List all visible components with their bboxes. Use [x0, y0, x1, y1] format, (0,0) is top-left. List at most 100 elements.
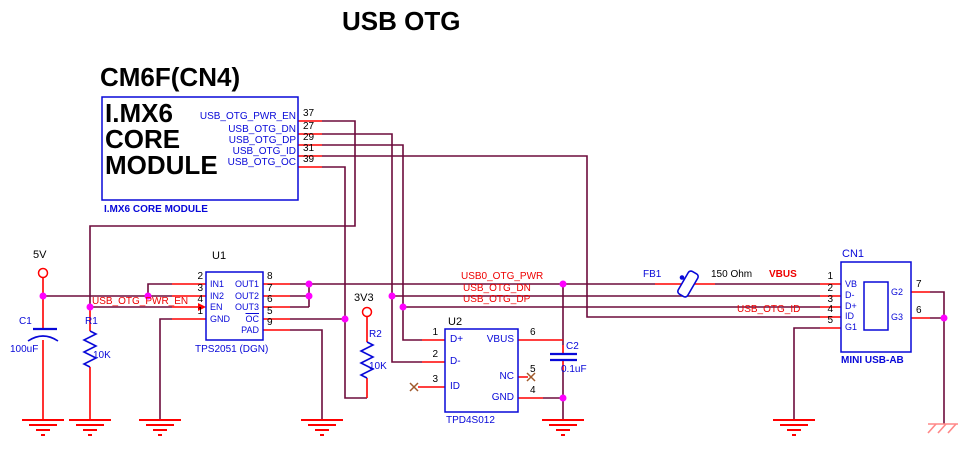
- power-label-3v3: 3V3: [354, 292, 374, 304]
- module-name-line1: I.MX6: [105, 98, 173, 128]
- u1-pin-number: 7: [267, 283, 273, 294]
- net-label-vbus: VBUS: [769, 269, 797, 280]
- net-label-usb-otg-dp: USB_OTG_DP: [463, 294, 531, 305]
- module-pin-number: 27: [303, 121, 315, 132]
- u2-pin-number: 6: [530, 327, 536, 338]
- resistor-r1-symbol: [83, 330, 97, 368]
- u1-pin-name: GND: [210, 314, 230, 324]
- cn1-pin-number: 3: [827, 294, 833, 305]
- u1-pin-name: OUT3: [234, 302, 259, 312]
- u2-pin-number: 1: [432, 327, 438, 338]
- cn1-pin-number: 2: [827, 283, 833, 294]
- module-pin-number: 37: [303, 108, 315, 119]
- u2-part-name: TPD4S012: [446, 415, 495, 426]
- u1-pin-name: IN1: [210, 279, 225, 289]
- module-pin-label: USB_OTG_ID: [232, 146, 296, 157]
- u2-pin-name: VBUS: [486, 334, 514, 345]
- u1-pin-number: 9: [267, 317, 273, 328]
- u1-refdes: U1: [212, 250, 227, 262]
- module-pin-number: 39: [303, 154, 315, 165]
- imx6-module-box: [101, 96, 299, 201]
- net-label-usb-otg-id: USB_OTG_ID: [737, 304, 801, 315]
- cn1-pin-name: ID: [845, 311, 854, 321]
- cn1-refdes: CN1: [842, 248, 865, 260]
- c2-value: 0.1uF: [561, 364, 587, 375]
- u1-pin-number: 4: [197, 294, 203, 305]
- cn1-pin-number: 5: [827, 315, 833, 326]
- power-port-5v-circle: [37, 267, 49, 279]
- u2-pin-name: NC: [499, 371, 514, 382]
- u1-pin-name: OUT1: [234, 279, 259, 289]
- module-caption: I.MX6 CORE MODULE: [104, 204, 208, 215]
- c1-value: 100uF: [10, 344, 39, 355]
- cn1-box: [840, 261, 912, 353]
- module-name-line3: MODULE: [105, 150, 218, 180]
- cn1-pin-name: G3: [891, 312, 904, 322]
- u2-refdes: U2: [448, 316, 463, 328]
- junction-dots: [39, 280, 948, 402]
- net-label-usb-otg-pwr-en: USB_OTG_PWR_EN: [92, 296, 189, 307]
- cn1-pin-name: G1: [845, 322, 858, 332]
- power-label-5v: 5V: [33, 249, 47, 261]
- u1-pin-name: OUT2: [234, 291, 259, 301]
- u1-pin-number: 2: [197, 271, 203, 282]
- net-label-usb0-otg-pwr: USB0_OTG_PWR: [461, 271, 544, 282]
- ground-symbol: [68, 419, 112, 436]
- cn1-pin-name: D-: [845, 290, 855, 300]
- module-heading: CM6F(CN4): [100, 62, 241, 92]
- u1-box: [205, 271, 264, 341]
- r2-refdes: R2: [369, 329, 382, 340]
- no-connect-x-marks: [409, 372, 536, 392]
- ferrite-bead-fb1-symbol: [677, 270, 699, 298]
- resistor-r2-symbol: [360, 341, 374, 379]
- page-title: USB OTG: [342, 6, 461, 36]
- r1-value: 10K: [93, 350, 111, 361]
- fb1-value: 150 Ohm: [711, 269, 753, 280]
- u2-box: [444, 328, 519, 413]
- u2-pin-name: ID: [450, 381, 460, 392]
- fb1-refdes: FB1: [643, 269, 662, 280]
- c1-refdes: C1: [19, 316, 32, 327]
- u1-pin-name-oc-overline: OC: [245, 314, 260, 324]
- ground-symbol: [300, 419, 344, 436]
- u1-pin-number: 3: [197, 283, 203, 294]
- u1-pin-name: PAD: [241, 325, 259, 335]
- component-boxes: [101, 96, 912, 413]
- module-name-line2: CORE: [105, 124, 181, 154]
- u1-pin-number: 6: [267, 294, 273, 305]
- cn1-pin-name: G2: [891, 287, 904, 297]
- u2-pin-name: GND: [491, 392, 514, 403]
- power-port-3v3-circle: [361, 306, 373, 318]
- u2-pin-number: 3: [432, 374, 438, 385]
- cn1-pin-number: 4: [827, 304, 833, 315]
- u1-pin-number: 8: [267, 271, 273, 282]
- ground-symbol: [772, 419, 816, 436]
- r1-refdes: R1: [85, 316, 98, 327]
- module-pin-number: 29: [303, 132, 315, 143]
- en-pin-arrow: [198, 303, 206, 311]
- chassis-ground-symbol: [927, 423, 959, 434]
- cn1-pin-name: D+: [845, 301, 857, 311]
- cn1-inner-box: [863, 281, 889, 331]
- module-pin-label: USB_OTG_PWR_EN: [199, 111, 296, 122]
- net-label-usb-otg-dn: USB_OTG_DN: [463, 283, 531, 294]
- ground-symbol: [541, 419, 585, 436]
- cn1-pin-number: 7: [916, 279, 922, 290]
- cn1-pin-number: 6: [916, 305, 922, 316]
- module-pin-label: USB_OTG_DN: [228, 124, 296, 135]
- u2-pin-number: 2: [432, 349, 438, 360]
- module-pin-label: USB_OTG_DP: [228, 135, 296, 146]
- net-wires: [43, 120, 945, 424]
- c2-refdes: C2: [566, 341, 579, 352]
- r2-value: 10K: [369, 361, 387, 372]
- u2-pin-name: D+: [450, 334, 464, 345]
- module-pin-number: 31: [303, 143, 315, 154]
- cn1-pin-number: 1: [827, 271, 833, 282]
- ground-symbol: [21, 419, 65, 436]
- u1-part-name: TPS2051 (DGN): [195, 344, 269, 355]
- capacitor-c2-symbol: [550, 352, 577, 362]
- cn1-part-name: MINI USB-AB: [841, 355, 904, 366]
- cn1-pin-name: VB: [845, 279, 858, 289]
- u2-pin-name: D-: [450, 356, 461, 367]
